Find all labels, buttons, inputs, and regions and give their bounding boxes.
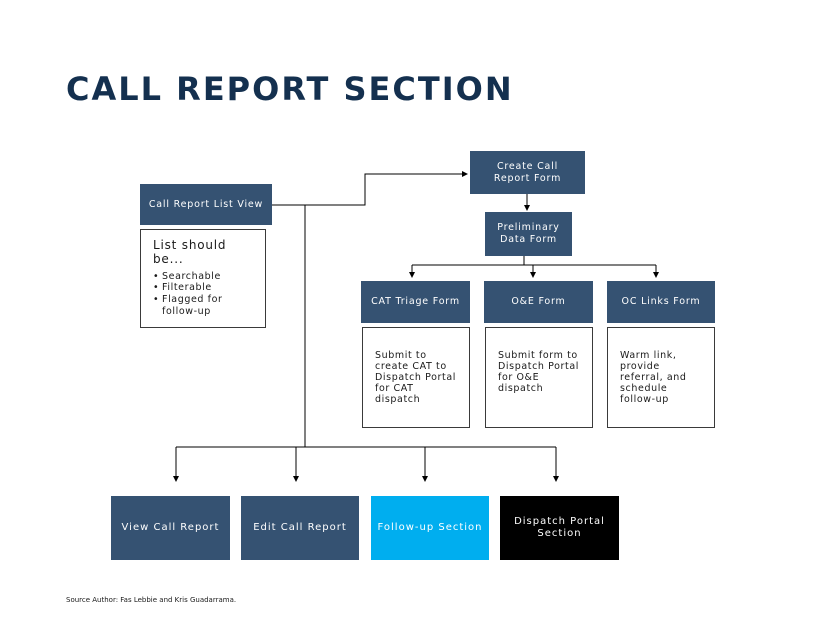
- view-call-report-box: View Call Report: [111, 496, 230, 560]
- list-view-note-heading: List should be...: [153, 238, 227, 266]
- list-view-note: List should be... Searchable Filterable …: [140, 229, 266, 328]
- edit-call-report-box: Edit Call Report: [241, 496, 359, 560]
- oc-links-form-description: Warm link, provide referral, and schedul…: [607, 327, 715, 428]
- cat-triage-form-box: CAT Triage Form: [361, 281, 470, 323]
- connector-to-create-form: [305, 171, 468, 206]
- cat-triage-form-description: Submit to create CAT to Dispatch Portal …: [362, 327, 470, 428]
- call-report-list-view-box: Call Report List View: [140, 184, 272, 225]
- list-item: Searchable: [153, 271, 259, 283]
- follow-up-section-box: Follow-up Section: [371, 496, 489, 560]
- oe-form-box: O&E Form: [484, 281, 593, 323]
- page-title: CALL REPORT SECTION: [66, 70, 514, 108]
- oc-links-form-box: OC Links Form: [607, 281, 715, 323]
- preliminary-data-form-box: Preliminary Data Form: [485, 212, 572, 256]
- create-call-report-form-box: Create Call Report Form: [470, 151, 585, 194]
- source-credit: Source Author: Fas Lebbie and Kris Guada…: [66, 596, 237, 604]
- oe-form-description: Submit form to Dispatch Portal for O&E d…: [485, 327, 593, 428]
- list-item: Flagged for follow-up: [153, 294, 259, 318]
- dispatch-portal-section-box: Dispatch Portal Section: [500, 496, 619, 560]
- list-item: Filterable: [153, 282, 259, 294]
- list-view-requirements: Searchable Filterable Flagged for follow…: [153, 271, 259, 319]
